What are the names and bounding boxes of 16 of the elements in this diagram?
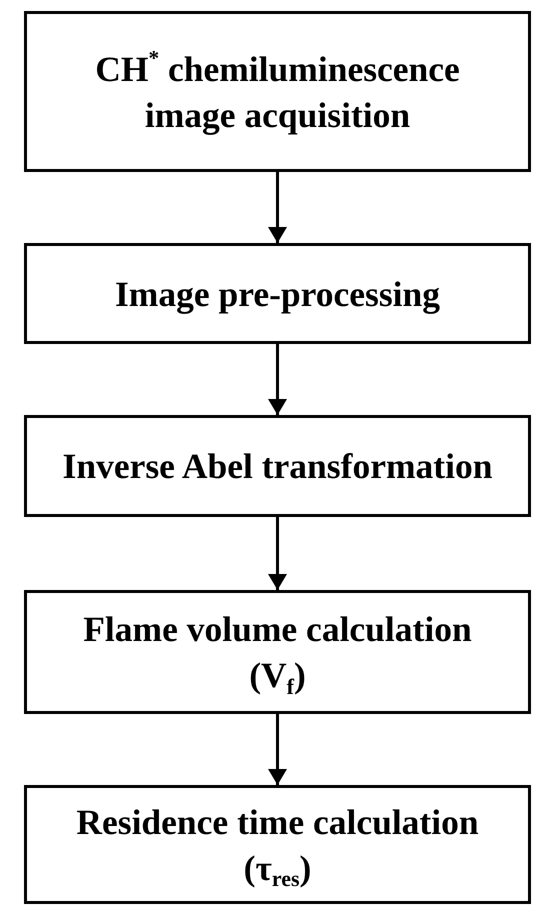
step-label: (τ$_{res}$) <box>244 846 312 890</box>
step-label: Residence time calculation <box>76 800 479 844</box>
step-label: Flame volume calculation <box>83 608 472 651</box>
process-box <box>24 11 531 172</box>
arrow <box>268 172 287 243</box>
arrow <box>268 517 287 590</box>
process-box <box>24 415 531 517</box>
process-box <box>24 590 531 714</box>
step-label: CH$^{*}$ chemiluminescence image acquisition <box>94 46 461 137</box>
arrow <box>268 344 287 415</box>
step-label: Inverse Abel transformation <box>62 445 492 488</box>
arrow <box>268 714 287 785</box>
step-label: (V$_{f}$) <box>249 654 306 698</box>
step-label: Image pre-processing <box>114 272 440 316</box>
process-box <box>24 785 531 904</box>
process-box <box>24 243 531 344</box>
